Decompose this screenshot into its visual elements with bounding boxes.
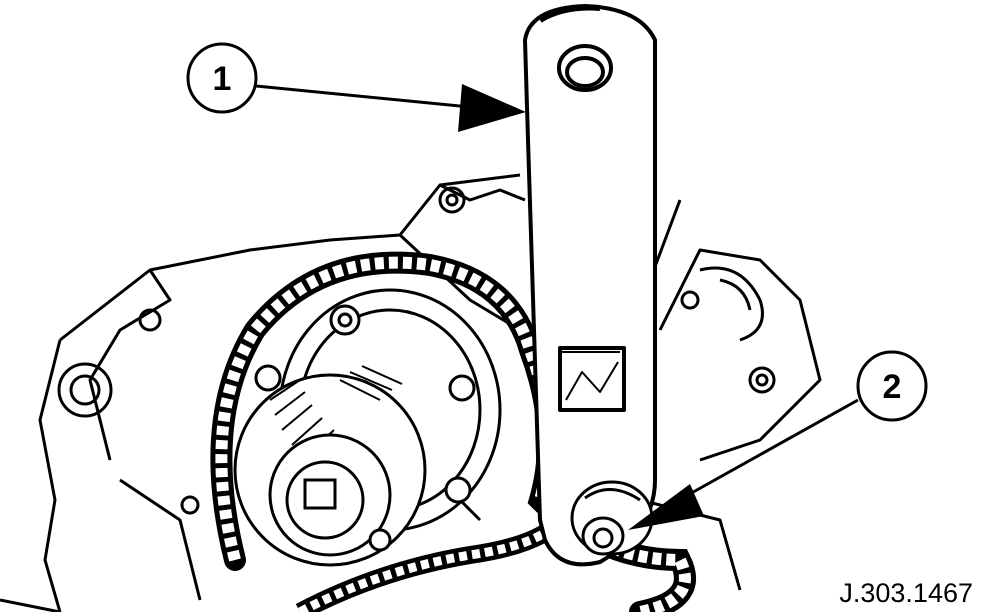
locking-tool	[523, 4, 657, 567]
engine-bolts	[57, 186, 776, 515]
reference-number: J.303.1467	[839, 578, 973, 608]
camshaft-sprocket	[233, 288, 502, 567]
callout-2-label: 2	[883, 368, 902, 406]
callout-2: 2	[628, 350, 928, 530]
timing-chain	[210, 251, 696, 612]
callout-1: 1	[186, 42, 526, 132]
callout-1-label: 1	[213, 60, 232, 98]
tool-retaining-bolt	[570, 480, 654, 556]
